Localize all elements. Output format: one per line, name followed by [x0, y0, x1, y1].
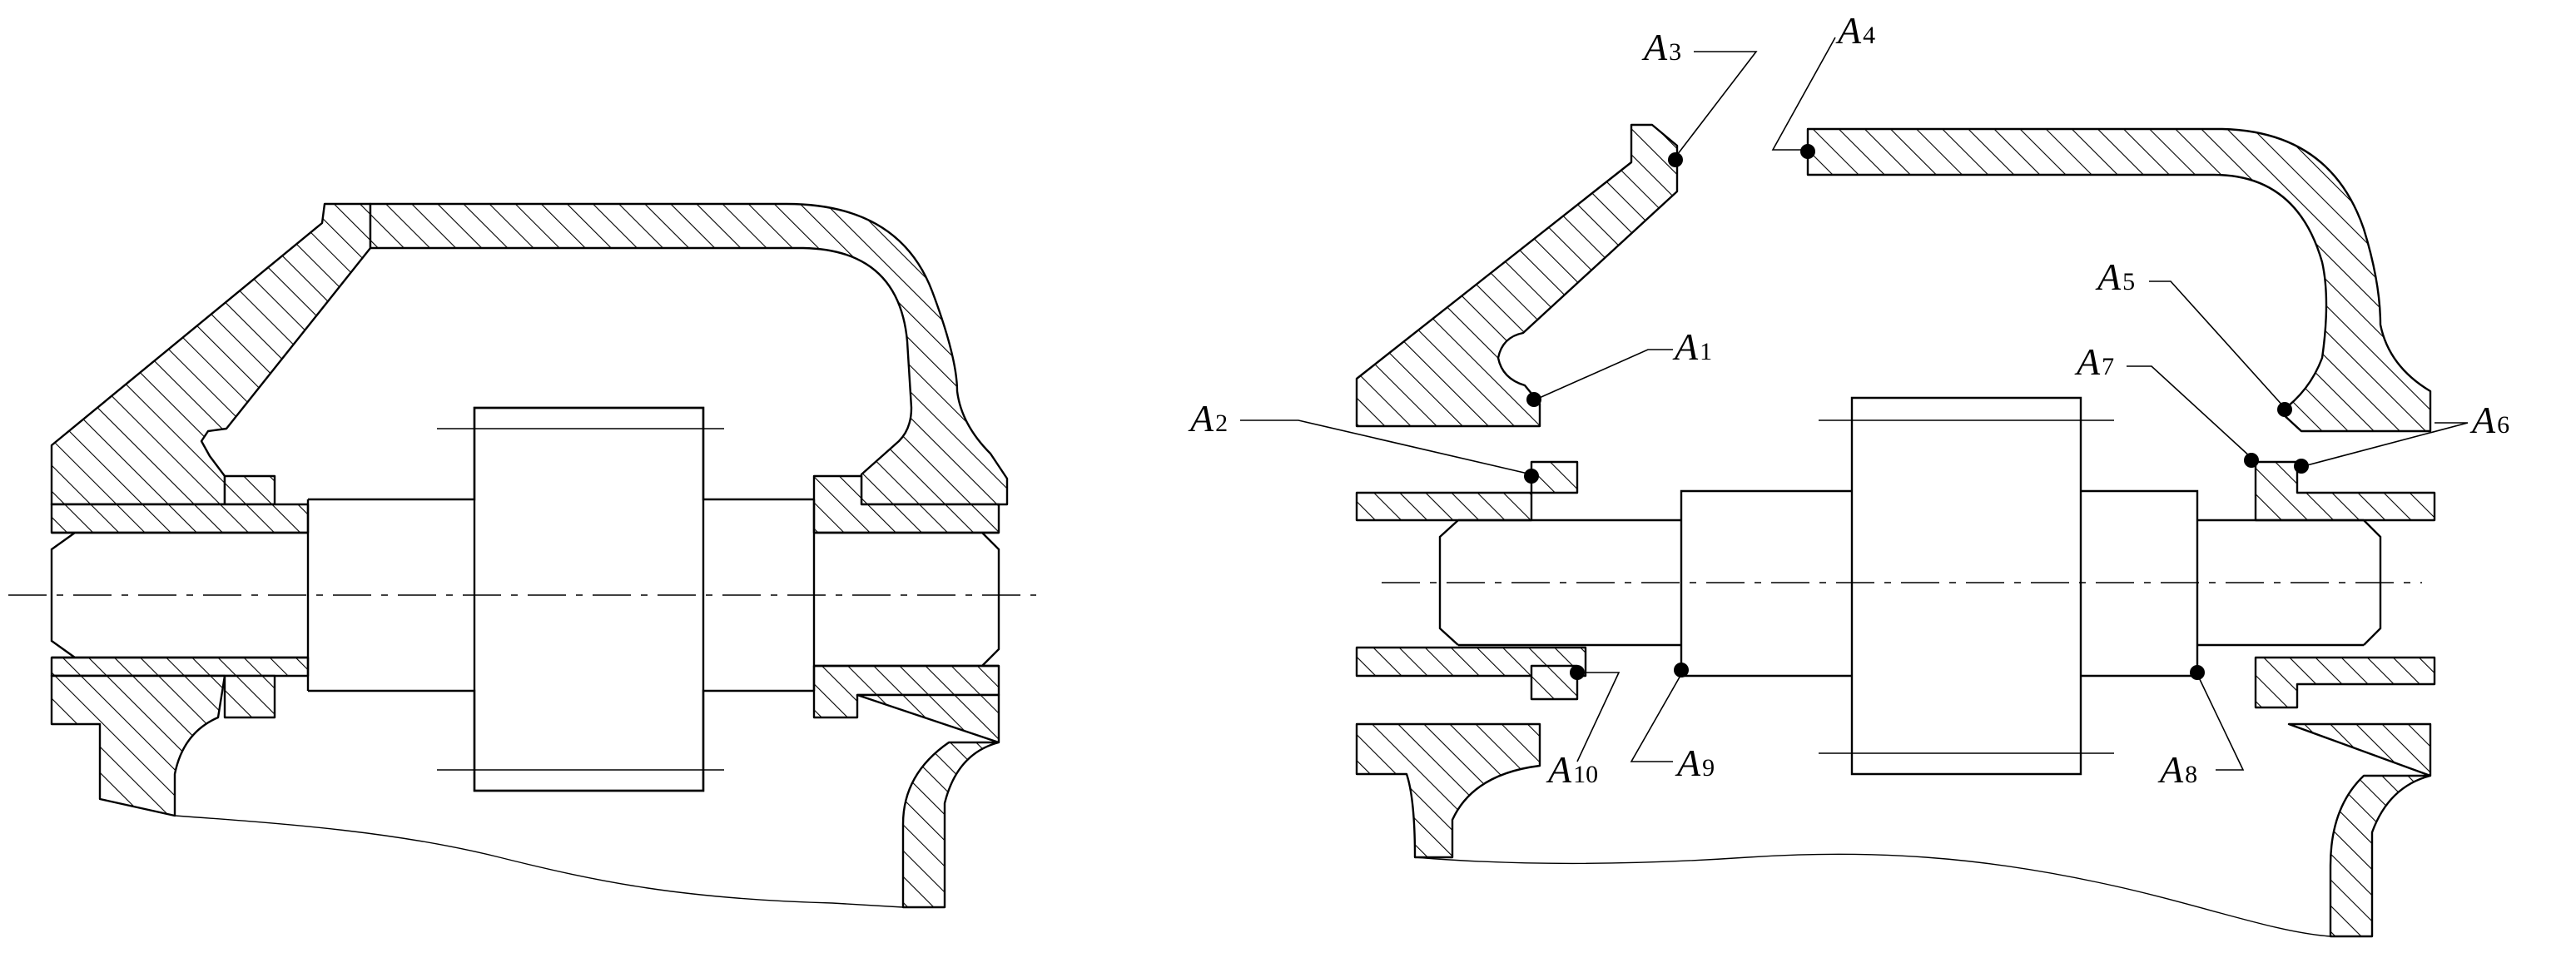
exploded-left-sleeve-bottom [1355, 646, 1587, 678]
label-a10: A10 [1546, 748, 1598, 791]
point-a6 [2294, 459, 2309, 474]
exploded-left-lower-ring [1530, 664, 1579, 701]
assembled-left-sleeve-bottom [50, 656, 310, 678]
leader-a9 [1630, 673, 1682, 762]
assembled-shaft-left-end [50, 531, 308, 659]
assembled-lower-housing-right [856, 693, 1000, 909]
leader-a4 [1771, 37, 1836, 151]
point-a3 [1668, 152, 1683, 167]
label-a3: A3 [1641, 26, 1681, 68]
assembled-left-sleeve-top [50, 503, 310, 534]
exploded-right-ring-bottom [2254, 656, 2436, 709]
assembled-lower-housing-left [50, 674, 226, 817]
assembled-break-line [174, 815, 904, 908]
label-a4: A4 [1835, 9, 1875, 52]
label-a2: A2 [1188, 397, 1228, 439]
exploded-break-line [1414, 853, 2331, 937]
point-a4 [1800, 144, 1815, 159]
assembled-view [8, 202, 1036, 909]
assembled-top-cover [369, 202, 1009, 506]
exploded-view: A1 A2 A3 A4 A5 A6 A7 A8 A9 A10 [1188, 9, 2509, 938]
leader-a5 [2149, 280, 2286, 409]
assembled-gear [473, 406, 705, 792]
exploded-right-ring-top [2254, 460, 2436, 522]
exploded-lower-housing-right [2287, 722, 2432, 938]
exploded-shaft [1438, 396, 2382, 776]
label-a7: A7 [2074, 340, 2114, 383]
leader-a7 [2127, 365, 2252, 459]
label-a8: A8 [2157, 748, 2197, 791]
leader-a3 [1674, 51, 1758, 159]
assembled-upper-housing [50, 202, 372, 506]
exploded-left-ring-top [1355, 460, 1579, 522]
point-a5 [2277, 402, 2292, 417]
point-a7 [2244, 453, 2259, 468]
leader-a2 [1240, 419, 1532, 475]
point-a10 [1570, 665, 1585, 680]
point-a2 [1524, 469, 1539, 484]
point-a9 [1674, 663, 1689, 678]
leader-a10 [1576, 672, 1621, 762]
label-a9: A9 [1675, 742, 1715, 784]
leader-a1 [1535, 349, 1673, 400]
leader-a8 [2196, 673, 2245, 771]
exploded-top-cover [1806, 127, 2432, 433]
leader-a6 [2303, 422, 2469, 467]
label-a1: A1 [1672, 325, 1712, 368]
point-a8 [2190, 665, 2205, 680]
assembled-shaft-right-end [814, 531, 1000, 668]
label-a6: A6 [2469, 399, 2509, 441]
exploded-upper-left-housing [1355, 123, 1679, 428]
point-a1 [1526, 392, 1541, 407]
assembled-shaft-body [306, 406, 816, 792]
label-a5: A5 [2095, 256, 2135, 298]
exploded-lower-housing-left [1355, 722, 1541, 859]
